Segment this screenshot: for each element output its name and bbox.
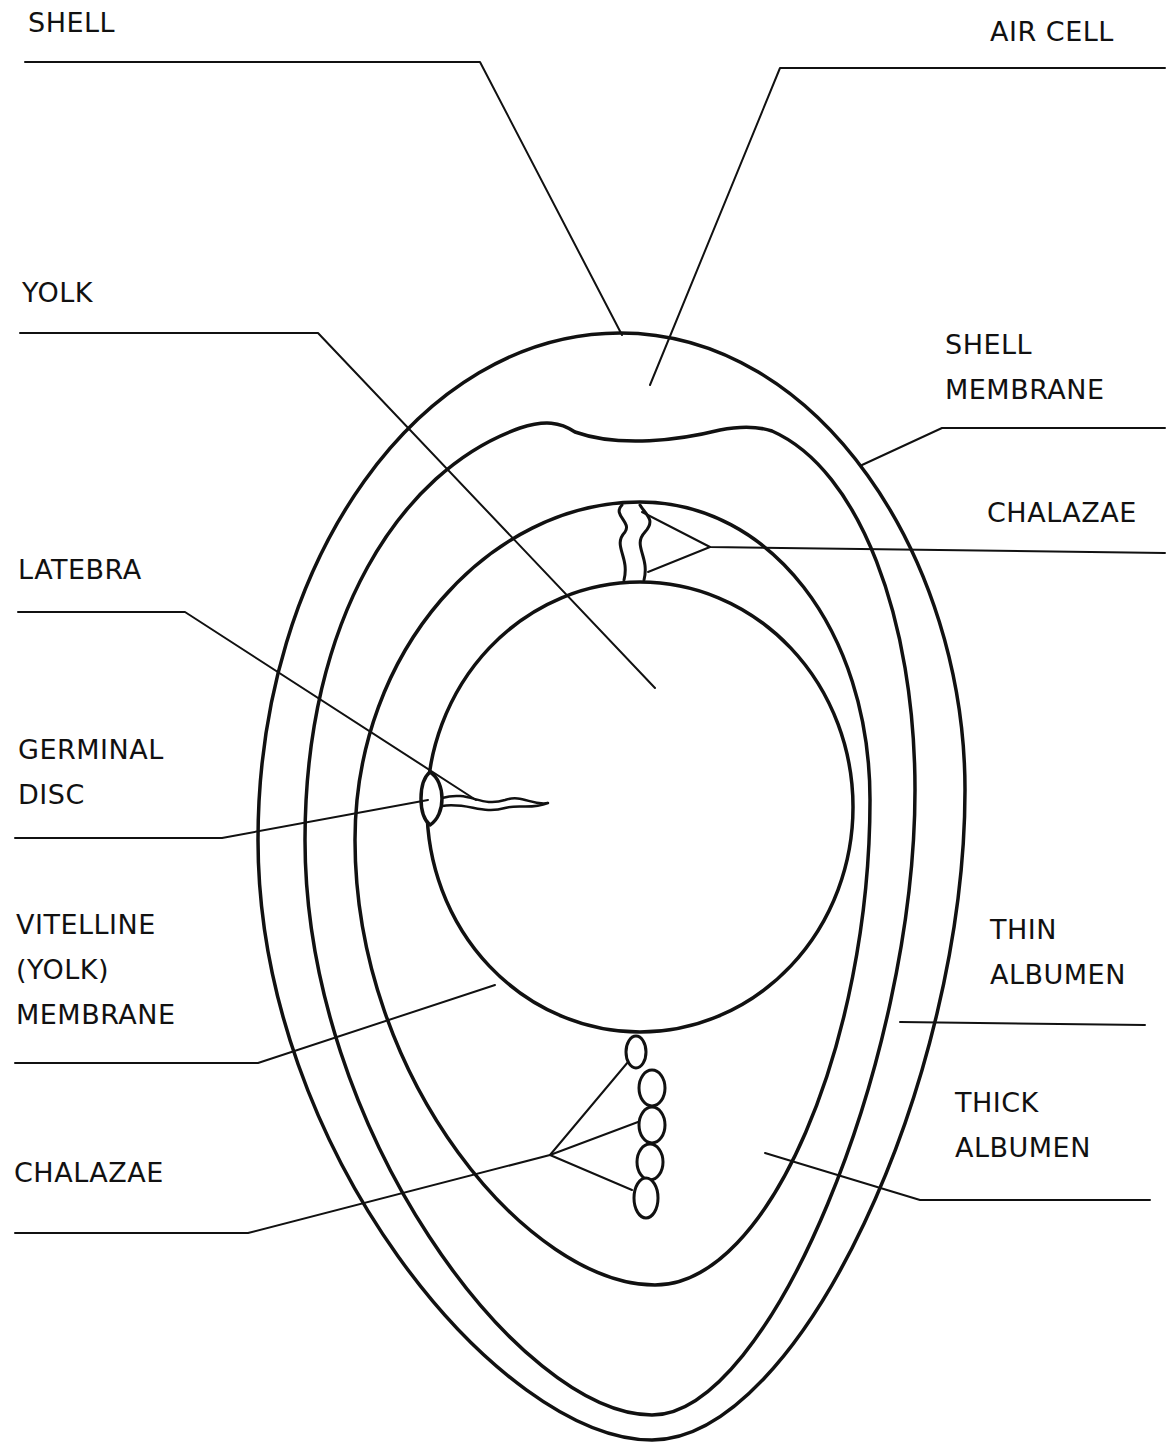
part-label: SHELL [28,0,228,45]
shell-membrane [305,423,915,1415]
part-label: LATEBRA [18,547,218,592]
part-label: CHALAZAE [987,490,1162,535]
part-label: GERMINAL DISC [18,727,193,817]
part-label: AIR CELL [990,9,1160,54]
part-label: VITELLINE (YOLK) MEMBRANE [16,902,196,1037]
leader-lines [15,62,1165,1233]
egg-shell [258,333,965,1440]
part-label: CHALAZAE [14,1150,214,1195]
latebra [442,796,548,810]
germinal-disc [421,772,442,825]
part-label: THICK ALBUMEN [955,1080,1155,1170]
part-label: SHELL MEMBRANE [945,322,1145,412]
thick-albumen-outline [355,502,870,1285]
part-label: THIN ALBUMEN [990,907,1160,997]
chalaza-top [619,505,650,580]
yolk-outline [427,582,853,1032]
part-label: YOLK [22,270,222,315]
